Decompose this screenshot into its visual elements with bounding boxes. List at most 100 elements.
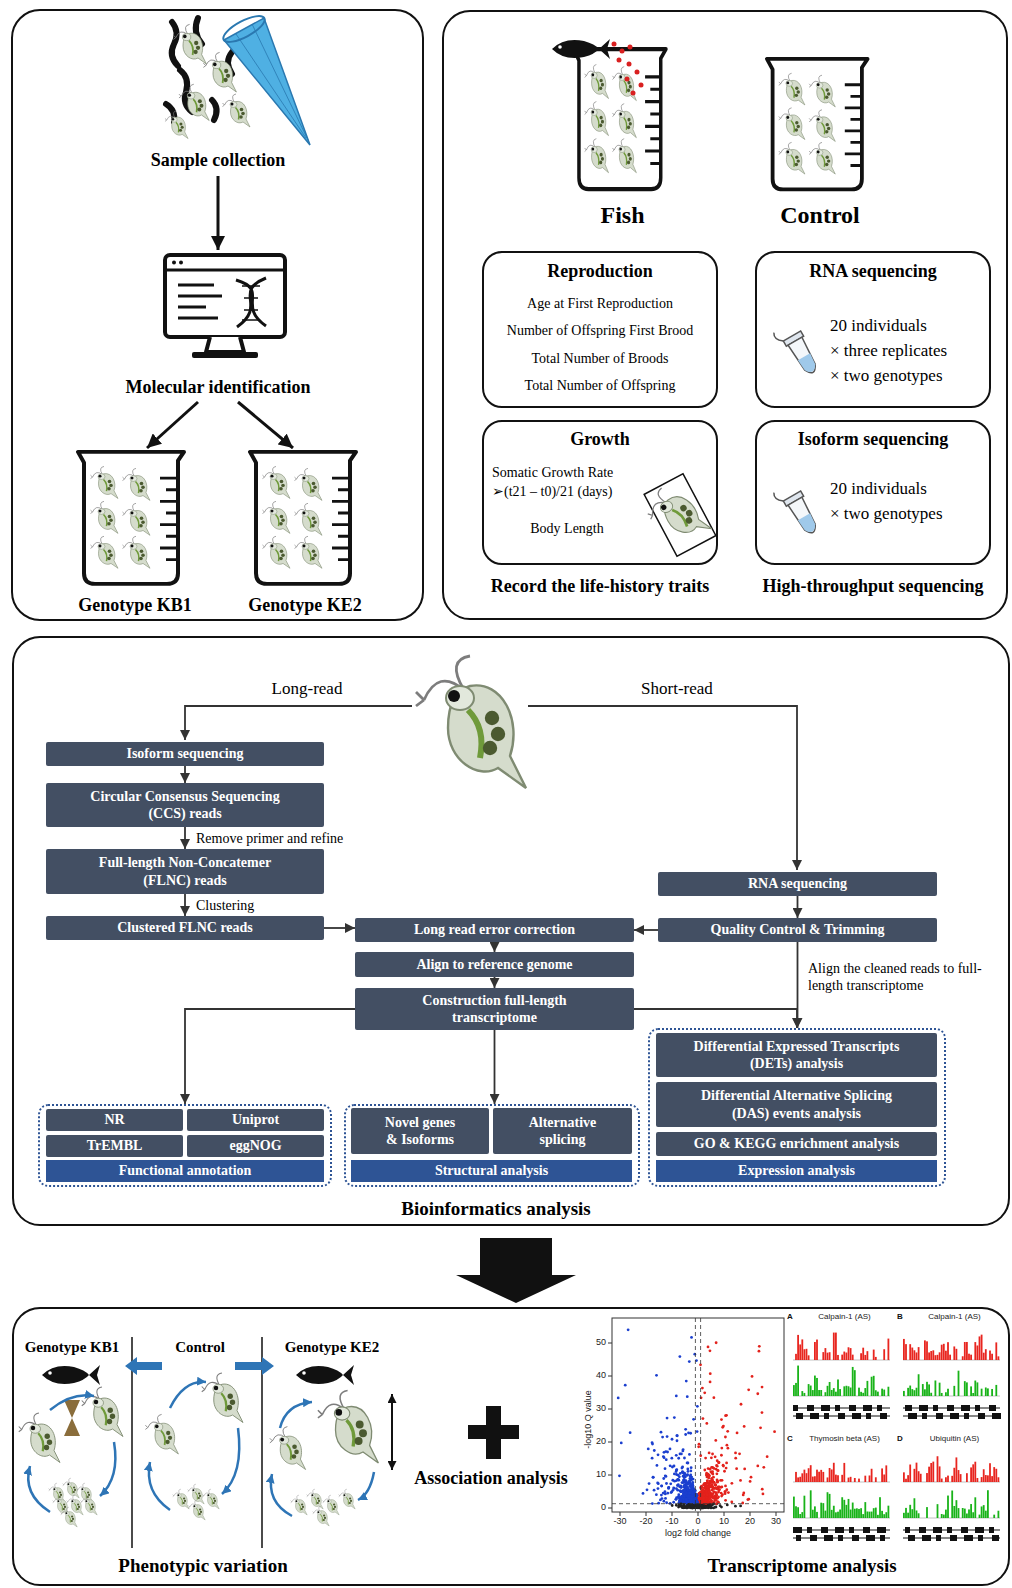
coverage-bar: [825, 1511, 827, 1518]
coverage-bar: [801, 1391, 803, 1396]
volcano-point: [683, 1457, 686, 1460]
computer-icon-part: [165, 269, 285, 272]
volcano-point: [679, 1490, 682, 1493]
coverage-bar: [852, 1503, 854, 1518]
sample-collection-art-part: [203, 52, 236, 92]
phenotype-art-part: [202, 1373, 243, 1423]
beaker-group: Genotype KB1: [60, 448, 210, 618]
coverage-bar: [920, 1360, 922, 1361]
box-label: Genotype KE2: [230, 595, 380, 617]
coverage-bar: [816, 1470, 818, 1482]
volcano-point: [664, 1467, 667, 1470]
volcano-point: [707, 1483, 710, 1486]
exon-block: [838, 1413, 845, 1419]
coverage-bar: [881, 1511, 883, 1518]
exon-block: [905, 1527, 910, 1533]
volcano-point: [688, 1453, 691, 1456]
coverage-bar: [932, 1396, 934, 1397]
volcano-point: [710, 1456, 713, 1459]
coverage-bar: [854, 1360, 856, 1361]
coverage-bar: [846, 1353, 848, 1360]
coverage-bar: [914, 1498, 916, 1518]
coverage-bar: [989, 1351, 991, 1360]
coverage-bar: [909, 1505, 911, 1518]
volcano-point: [710, 1471, 713, 1474]
illustrated-step: Sample collection: [128, 14, 308, 176]
volcano-point: [683, 1504, 686, 1507]
coverage-bar: [814, 1506, 816, 1518]
text-slot: 20 individuals: [830, 316, 985, 336]
coverage-bar: [995, 1385, 997, 1396]
coverage-bar: [926, 1341, 928, 1360]
coverage-bar: [951, 1360, 953, 1361]
volcano-point: [700, 1501, 703, 1504]
coverage-bar: [854, 1370, 856, 1396]
coverage-bar: [989, 1396, 991, 1397]
coverage-plot: [793, 1463, 890, 1541]
coverage-bar: [956, 1396, 958, 1397]
phenotype-art-part: [19, 1413, 60, 1463]
connector: [184, 827, 186, 849]
volcano-point: [703, 1482, 706, 1485]
coverage-bar: [797, 1366, 799, 1396]
volcano-point: [697, 1445, 700, 1448]
trait-box: ReproductionAge at First ReproductionNum…: [482, 251, 718, 408]
coverage-bar: [848, 1499, 850, 1518]
volcano-point: [707, 1467, 710, 1470]
coverage-bar: [914, 1469, 916, 1482]
coverage-bar: [974, 1342, 976, 1360]
coverage-bar: [985, 1349, 987, 1360]
volcano-point: [666, 1417, 669, 1420]
exon-block: [936, 1535, 941, 1541]
coverage-bar: [801, 1473, 803, 1482]
coverage-bar: [930, 1393, 932, 1396]
coverage-bar: [808, 1518, 810, 1519]
coverage-bar: [939, 1466, 941, 1482]
coverage-bar: [806, 1396, 808, 1397]
volcano-point: [709, 1505, 712, 1508]
volcano-point: [655, 1493, 658, 1496]
section-panel: Record the life-history traitsHigh-throu…: [442, 10, 1008, 620]
coverage-bar: [985, 1511, 987, 1518]
coverage-bar: [873, 1482, 875, 1483]
volcano-point: [761, 1488, 764, 1491]
coverage-bar: [949, 1518, 951, 1519]
box-label: Control: [755, 201, 885, 230]
volcano-point: [686, 1395, 689, 1398]
volcano-point: [671, 1504, 674, 1507]
coverage-bar: [974, 1462, 976, 1482]
volcano-point: [699, 1505, 702, 1508]
volcano-point: [709, 1381, 712, 1384]
coverage-bar: [983, 1469, 985, 1482]
volcano-point: [720, 1447, 723, 1450]
coverage-bar: [835, 1392, 837, 1396]
coverage-bar: [822, 1503, 824, 1518]
volcano-point: [714, 1455, 717, 1458]
food-dots-part: [620, 49, 625, 54]
volcano-point: [684, 1428, 687, 1431]
plus-sign-part: [486, 1406, 501, 1459]
coverage-bar: [960, 1518, 962, 1519]
volcano-point: [725, 1467, 728, 1470]
coverage-bar: [987, 1490, 989, 1518]
volcano-point: [665, 1458, 668, 1461]
volcano-point: [670, 1491, 673, 1494]
coverage-bar: [850, 1510, 852, 1518]
exon-block: [824, 1413, 829, 1419]
connector: [184, 894, 186, 916]
coverage-bar: [956, 1500, 958, 1518]
volcano-point: [662, 1500, 665, 1503]
coverage-bar: [977, 1345, 979, 1360]
phenotype-art-part: [270, 1427, 306, 1470]
coverage-bar: [835, 1475, 837, 1482]
coverage-bar: [932, 1462, 934, 1482]
box-label: Fish: [570, 201, 675, 230]
coverage-bar: [998, 1477, 1000, 1482]
phenotype-art-part: [81, 1495, 98, 1515]
food-dots-part: [628, 45, 633, 50]
coverage-bar: [920, 1518, 922, 1519]
threshold-lines: [612, 1318, 784, 1512]
coverage-bar: [907, 1513, 909, 1518]
volcano-point: [696, 1506, 699, 1509]
coverage-bar: [914, 1350, 916, 1360]
